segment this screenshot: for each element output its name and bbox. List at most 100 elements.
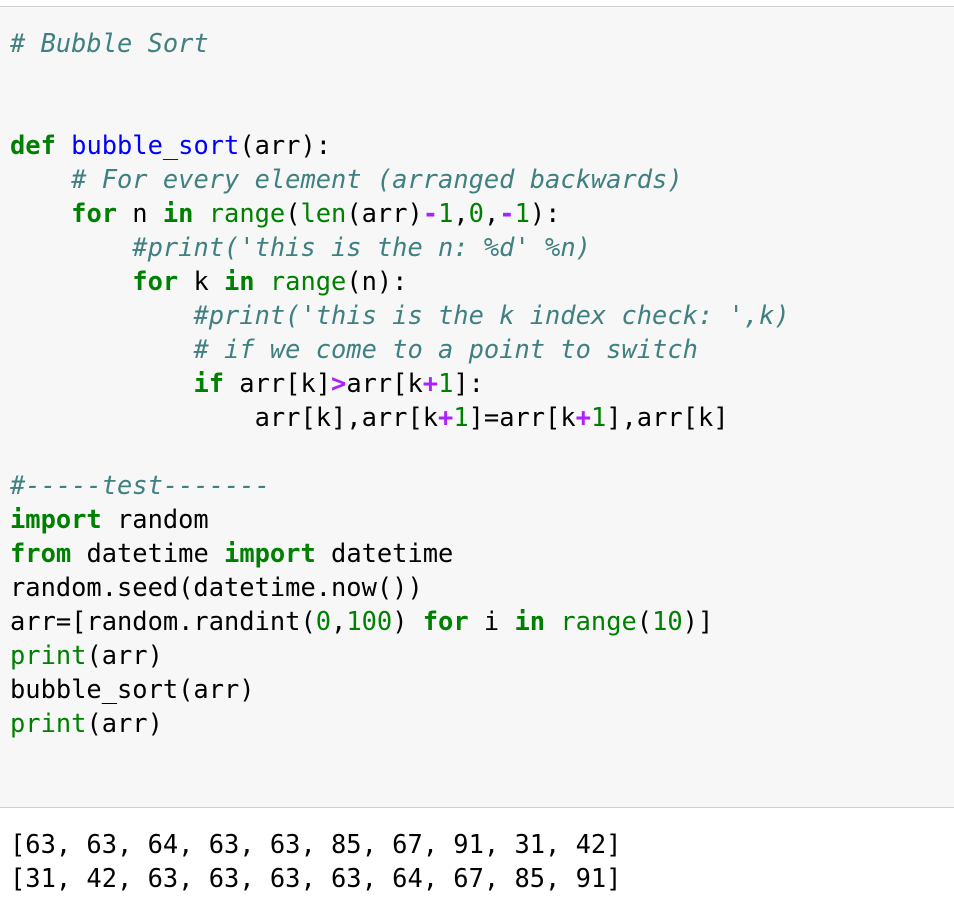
code-token: random: [101, 504, 209, 534]
code-token: in: [514, 606, 546, 636]
code-token: [10, 334, 193, 364]
code-token: ):: [529, 198, 561, 228]
code-cell-input[interactable]: # Bubble Sort def bubble_sort(arr): # For…: [0, 6, 954, 808]
code-token: for: [132, 266, 179, 296]
code-line: for n in range(len(arr)-1,0,-1):: [10, 196, 790, 230]
code-token: n: [117, 198, 163, 228]
code-token: range: [560, 606, 637, 636]
code-editor[interactable]: # Bubble Sort def bubble_sort(arr): # For…: [10, 26, 790, 740]
code-token: print: [10, 708, 87, 738]
code-token: arr[k: [346, 368, 423, 398]
code-token: # For every element (arranged backwards): [71, 164, 683, 194]
code-line: #-----test-------: [10, 468, 790, 502]
code-token: print: [10, 640, 87, 670]
code-line: #print('this is the n: %d' %n): [10, 230, 790, 264]
code-token: arr[k],arr[k: [10, 402, 439, 432]
code-token: range: [269, 266, 347, 296]
code-token: datetime: [71, 538, 225, 568]
code-token: for: [422, 606, 469, 636]
code-token: -: [499, 198, 515, 228]
code-line: for k in range(n):: [10, 264, 790, 298]
code-token: # if we come to a point to switch: [193, 334, 698, 364]
code-token: k: [178, 266, 225, 296]
code-token: 1: [453, 402, 469, 432]
code-token: ]:: [453, 368, 484, 398]
code-token: (: [636, 606, 653, 636]
code-line: import random: [10, 502, 790, 536]
code-token: ,: [331, 606, 347, 636]
code-token: 0: [468, 198, 484, 228]
code-token: [255, 266, 270, 296]
code-token: +: [438, 402, 454, 432]
code-line: [10, 434, 790, 468]
code-token: 1: [438, 368, 454, 398]
code-token: -: [422, 198, 439, 228]
code-token: ,: [483, 198, 500, 228]
code-token: import: [10, 504, 102, 534]
code-line: [10, 94, 790, 128]
code-token: >: [331, 368, 347, 398]
code-token: (arr):: [239, 130, 332, 160]
code-token: bubble_sort(arr): [10, 674, 255, 704]
code-token: ]=arr[k: [468, 402, 576, 432]
code-token: (: [285, 198, 301, 228]
code-token: [10, 164, 71, 194]
code-line: print(arr): [10, 638, 790, 672]
code-token: #-----test-------: [10, 470, 270, 500]
code-token: 100: [346, 606, 393, 636]
code-token: datetime: [315, 538, 454, 568]
code-line: bubble_sort(arr): [10, 672, 790, 706]
code-token: ): [392, 606, 423, 636]
code-token: len: [300, 198, 347, 228]
code-line: from datetime import datetime: [10, 536, 790, 570]
code-token: (arr): [86, 708, 163, 738]
code-token: [10, 300, 193, 330]
code-token: bubble_sort: [71, 130, 240, 160]
code-token: +: [575, 402, 591, 432]
code-token: (arr): [86, 640, 163, 670]
code-token: ,: [453, 198, 469, 228]
code-line: arr[k],arr[k+1]=arr[k+1],arr[k]: [10, 400, 790, 434]
code-line: # if we come to a point to switch: [10, 332, 790, 366]
code-line: random.seed(datetime.now()): [10, 570, 790, 604]
code-token: [10, 232, 132, 262]
code-token: +: [422, 368, 439, 398]
code-token: for: [71, 198, 118, 228]
code-token: [10, 266, 132, 296]
code-token: range: [208, 198, 286, 228]
code-line: #print('this is the k index check: ',k): [10, 298, 790, 332]
code-token: [56, 130, 71, 160]
code-token: random.seed(datetime.now()): [10, 572, 423, 602]
code-token: [10, 198, 71, 228]
code-token: 0: [315, 606, 332, 636]
code-token: arr=[random.randint(: [10, 606, 316, 636]
code-token: i: [468, 606, 515, 636]
code-token: )]: [682, 606, 714, 636]
code-token: arr[k]: [224, 368, 332, 398]
code-line: arr=[random.randint(0,100) for i in rang…: [10, 604, 790, 638]
code-line: def bubble_sort(arr):: [10, 128, 790, 162]
cell-output: [63, 63, 64, 63, 63, 85, 67, 91, 31, 42]…: [10, 827, 622, 895]
code-token: #print('this is the n: %d' %n): [132, 232, 591, 262]
code-line: [10, 60, 790, 94]
code-token: [193, 198, 208, 228]
code-token: (arr): [346, 198, 423, 228]
code-line: # Bubble Sort: [10, 26, 790, 60]
code-token: #print('this is the k index check: ',k): [193, 300, 790, 330]
code-token: # Bubble Sort: [10, 28, 209, 58]
code-token: import: [224, 538, 316, 568]
code-token: [10, 368, 193, 398]
output-line: [31, 42, 63, 63, 63, 63, 64, 67, 85, 91]: [10, 863, 622, 893]
code-token: in: [162, 198, 194, 228]
code-line: print(arr): [10, 706, 790, 740]
code-token: if: [193, 368, 225, 398]
code-token: 1: [590, 402, 607, 432]
code-token: 1: [514, 198, 530, 228]
code-token: [545, 606, 560, 636]
code-line: if arr[k]>arr[k+1]:: [10, 366, 790, 400]
output-line: [63, 63, 64, 63, 63, 85, 67, 91, 31, 42]: [10, 829, 622, 859]
code-token: ],arr[k]: [606, 402, 729, 432]
code-line: # For every element (arranged backwards): [10, 162, 790, 196]
code-token: in: [224, 266, 255, 296]
code-token: from: [10, 538, 72, 568]
